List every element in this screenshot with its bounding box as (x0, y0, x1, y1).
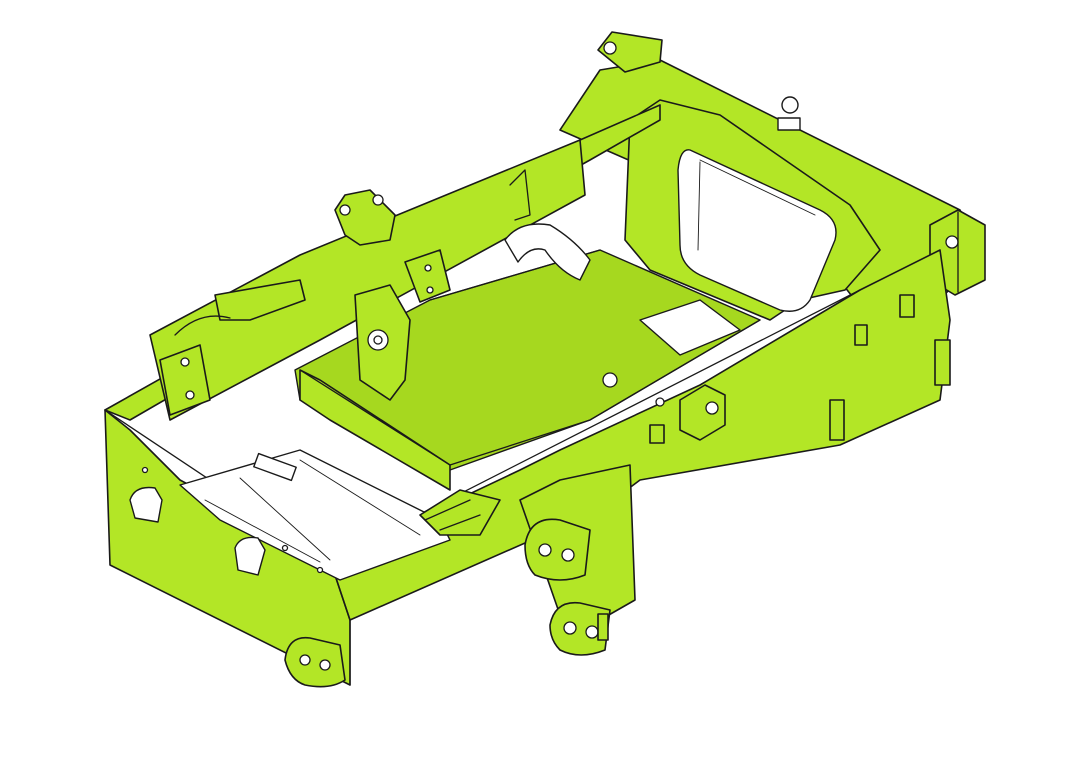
top-lug-left (597, 31, 663, 73)
pipe-clamp (504, 223, 591, 281)
front-cutouts (129, 466, 324, 576)
label-plate (253, 452, 297, 482)
front-lower-panel (179, 449, 501, 581)
rear-upright (559, 31, 986, 321)
right-side-fittings (649, 294, 951, 444)
upright-window (677, 149, 837, 312)
left-side-brackets (159, 189, 396, 416)
front-tow-lugs (284, 636, 346, 688)
floor-pan-opening (639, 299, 741, 356)
center-tow-bracket (519, 464, 636, 656)
inner-plates (354, 169, 591, 401)
top-fitting (777, 96, 801, 131)
inner-floor (294, 249, 761, 491)
